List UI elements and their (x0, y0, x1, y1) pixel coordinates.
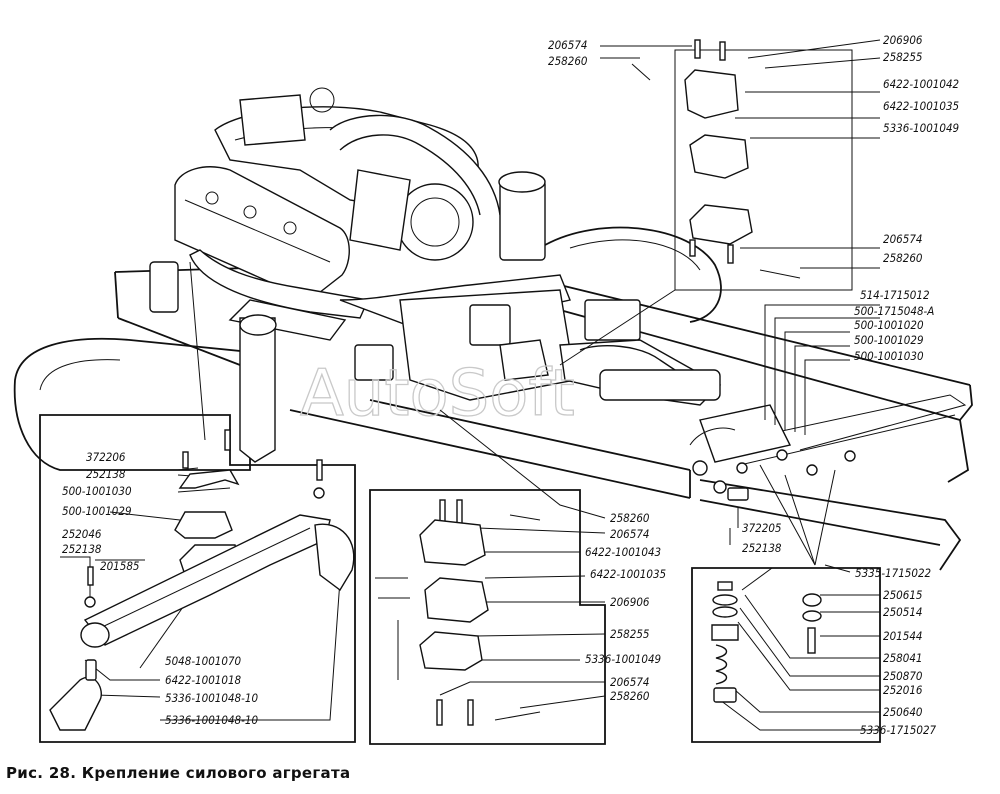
part-label: 5336-1715027 (860, 723, 937, 737)
part-label: 250640 (883, 705, 923, 719)
part-label: 500-1715048-А (854, 304, 934, 318)
part-label: 6422-1001043 (585, 545, 661, 559)
part-label: 5336-1001048-10 (165, 691, 258, 705)
front-mount-detail (39, 414, 356, 743)
part-label: 500-1001030 (62, 484, 132, 498)
figure-caption: Рис. 28. Крепление силового агрегата (6, 764, 351, 782)
part-label: 6422-1001042 (883, 77, 959, 91)
middle-mount-detail (369, 489, 606, 745)
part-label: 5336-1001048-10 (165, 713, 258, 727)
part-label: 206906 (883, 33, 923, 47)
left-wheel (13, 337, 251, 471)
part-label: 6422-1001018 (165, 673, 242, 687)
part-label: 206906 (610, 595, 650, 609)
part-label: 252138 (742, 541, 782, 555)
connector-lines (60, 39, 881, 731)
part-label: 258255 (610, 627, 650, 641)
part-label: 258260 (883, 251, 923, 265)
rear-mount-labels: 206574 258260 206906 258255 6422-1001042… (548, 33, 960, 265)
part-label: 250615 (883, 588, 923, 602)
part-label: 372206 (86, 450, 126, 464)
part-label: 258041 (883, 651, 923, 665)
part-label: 258260 (610, 689, 650, 703)
part-label: 252138 (86, 467, 126, 481)
part-label: 206574 (610, 675, 650, 689)
part-label: 5336-1001049 (585, 652, 661, 666)
right-wheel (544, 226, 722, 323)
bolt-labels: 372205 252138 5335-1715022 (742, 521, 931, 580)
frame-labels: 514-1715012 500-1715048-А 500-1001020 50… (854, 288, 934, 363)
part-label: 201585 (100, 559, 140, 573)
part-label: 500-1001029 (62, 504, 132, 518)
rear-mount-parts (631, 39, 801, 279)
part-label: 250514 (883, 605, 923, 619)
part-label: 258255 (883, 50, 923, 64)
spring-mount-detail (691, 567, 881, 743)
part-label: 5336-1001049 (883, 121, 959, 135)
part-label: 5048-1001070 (165, 654, 242, 668)
front-mount-labels: 372206 252138 500-1001030 500-1001029 25… (62, 450, 258, 727)
part-label: 372205 (742, 521, 782, 535)
part-label: 252046 (62, 527, 102, 541)
part-label: 252138 (62, 542, 102, 556)
part-label: 250870 (883, 669, 923, 683)
part-label: 206574 (548, 38, 588, 52)
part-label: 500-1001030 (854, 349, 924, 363)
middle-mount-labels: 258260 206574 6422-1001043 6422-1001035 … (585, 511, 667, 703)
part-label: 5335-1715022 (855, 566, 931, 580)
part-label: 206574 (883, 232, 923, 246)
part-label: 6422-1001035 (590, 567, 667, 581)
part-label: 258260 (610, 511, 650, 525)
part-label: 258260 (548, 54, 588, 68)
part-label: 500-1001020 (854, 318, 924, 332)
part-label: 201544 (883, 629, 923, 643)
part-label: 206574 (610, 527, 650, 541)
part-label: 500-1001029 (854, 333, 924, 347)
part-label: 6422-1001035 (883, 99, 960, 113)
engine-assembly (149, 87, 856, 501)
part-label: 514-1715012 (860, 288, 930, 302)
spring-mount-labels: 250615 250514 201544 258041 250870 25201… (860, 588, 937, 737)
watermark: AutoSoft (300, 357, 575, 431)
part-label: 252016 (883, 683, 923, 697)
